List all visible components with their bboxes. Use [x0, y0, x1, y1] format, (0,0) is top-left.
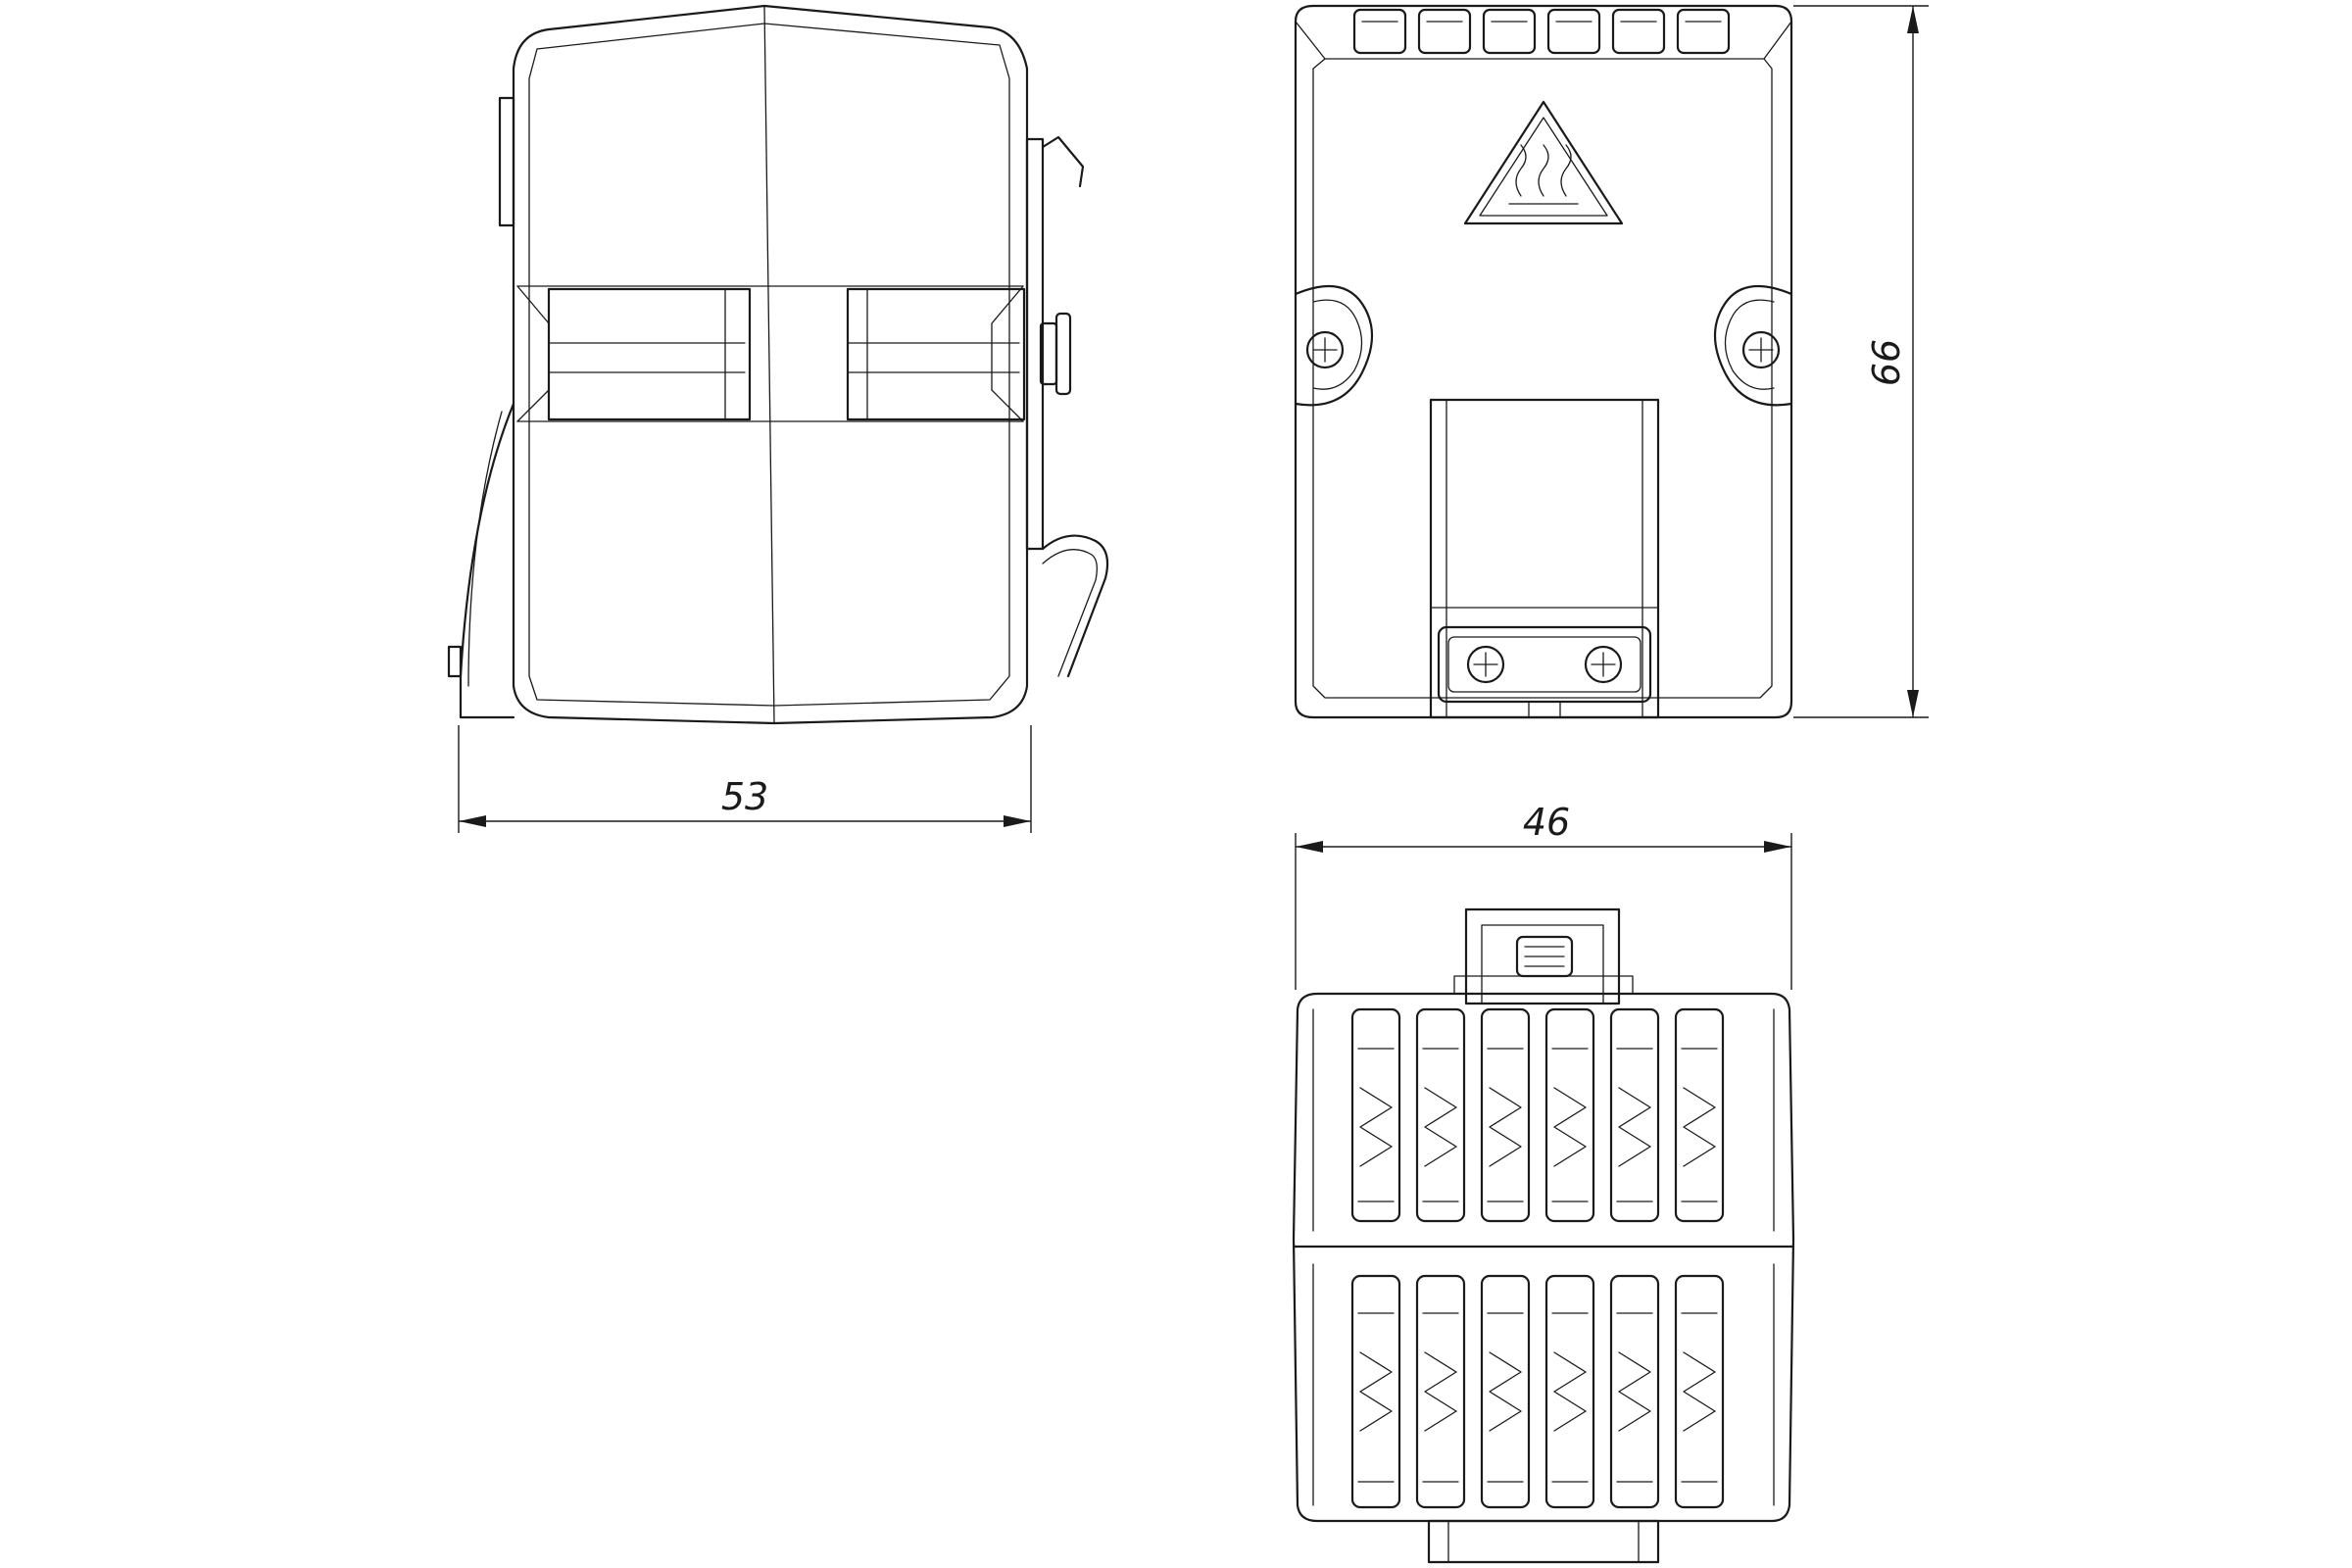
front-terminal-2: [1417, 8, 1472, 55]
bottom-terminals-row-1: [1350, 1007, 1725, 1223]
front-view: [1294, 4, 1793, 719]
front-bottom-pins: [1528, 701, 1561, 718]
bottom-dim-arrow-left: [1296, 841, 1323, 853]
side-slot-left: [547, 287, 752, 421]
side-dim-arrow-left: [459, 815, 486, 827]
bottom-width-dimension: 46: [1295, 801, 1792, 990]
front-screw-plate: [1437, 625, 1652, 704]
side-clip-plate: [1025, 137, 1045, 551]
bottom-terminal-1-6: [1674, 1007, 1725, 1223]
front-center-clip-detail: [1430, 399, 1659, 718]
side-body-outline: [512, 4, 1029, 725]
side-width-dimension: 53: [458, 725, 1032, 833]
side-view: [447, 4, 1109, 725]
front-dim-arrow-bottom: [1907, 690, 1919, 717]
side-screw-head: [1054, 312, 1072, 396]
bottom-terminal-1-5: [1609, 1007, 1660, 1223]
bottom-terminal-springs-2: [1357, 1312, 1718, 1483]
bottom-base-tab: [1427, 1519, 1660, 1564]
bottom-base-tab-detail: [1447, 1520, 1640, 1563]
side-slot-right-inner: [847, 288, 1020, 420]
screw-icon: [1584, 645, 1623, 684]
front-terminal-4: [1546, 8, 1601, 55]
side-clip-hook-bottom: [1041, 534, 1109, 678]
front-center-clip: [1429, 398, 1660, 719]
side-center-seam: [763, 5, 775, 724]
bottom-terminal-1-3: [1480, 1007, 1531, 1223]
bottom-dim-arrow-right: [1764, 841, 1791, 853]
bottom-terminal-1-2: [1415, 1007, 1466, 1223]
bottom-terminal-2-6: [1674, 1274, 1725, 1509]
front-terminal-1: [1352, 8, 1407, 55]
side-slot-left-inner: [548, 288, 746, 420]
bottom-terminal-1-4: [1544, 1007, 1595, 1223]
side-band-chamfer-right: [991, 285, 1024, 422]
side-width-label: 53: [721, 775, 768, 818]
front-terminal-5: [1611, 8, 1666, 55]
bottom-terminal-2-3: [1480, 1274, 1531, 1509]
bottom-width-label: 46: [1523, 801, 1570, 844]
bottom-terminal-2-1: [1350, 1274, 1401, 1509]
hot-surface-warning-icon: [1463, 100, 1624, 225]
front-terminal-6: [1676, 8, 1731, 55]
front-top-chamfer: [1295, 21, 1792, 60]
front-left-lug: [1294, 284, 1373, 407]
side-clip-hook-bottom-inner: [1042, 549, 1098, 677]
bottom-clip-stem: [1453, 975, 1634, 995]
side-left-foot-inner: [467, 411, 503, 687]
front-height-dimension: 66: [1793, 5, 1929, 718]
front-body-outline: [1294, 4, 1793, 719]
side-band-chamfer-left: [516, 285, 550, 422]
bottom-terminal-springs-1: [1357, 1048, 1718, 1202]
front-dim-arrow-top: [1907, 6, 1919, 33]
front-terminal-3: [1482, 8, 1537, 55]
front-right-lug: [1714, 284, 1793, 407]
bottom-clip-screw-threads: [1524, 946, 1565, 967]
screw-icon: [1741, 330, 1781, 369]
front-left-lug-inner: [1312, 299, 1363, 390]
front-right-lug-inner: [1724, 299, 1775, 390]
front-height-label: 66: [1865, 339, 1908, 386]
bottom-terminal-2-5: [1609, 1274, 1660, 1509]
screw-icon: [1466, 645, 1505, 684]
front-body-inner: [1312, 58, 1773, 699]
side-dim-arrow-right: [1004, 815, 1031, 827]
bottom-terminal-2-2: [1415, 1274, 1466, 1509]
bottom-body-outline: [1292, 992, 1795, 1523]
side-left-strip: [498, 96, 515, 227]
front-top-terminals: [1352, 8, 1731, 55]
bottom-body-inner: [1312, 1008, 1775, 1506]
side-clip-hook-top: [1041, 135, 1085, 188]
bottom-terminal-1-1: [1350, 1007, 1401, 1223]
side-body-inner: [528, 23, 1010, 707]
front-screw-plate-inner: [1447, 636, 1642, 693]
bottom-terminals-row-2: [1350, 1274, 1725, 1509]
screw-icon: [1305, 330, 1345, 369]
side-left-foot-knob: [447, 645, 463, 678]
bottom-clip-top-inner: [1481, 924, 1604, 1004]
side-slot-right: [846, 287, 1026, 421]
bottom-view: [1292, 907, 1795, 1564]
bottom-terminal-2-4: [1544, 1274, 1595, 1509]
